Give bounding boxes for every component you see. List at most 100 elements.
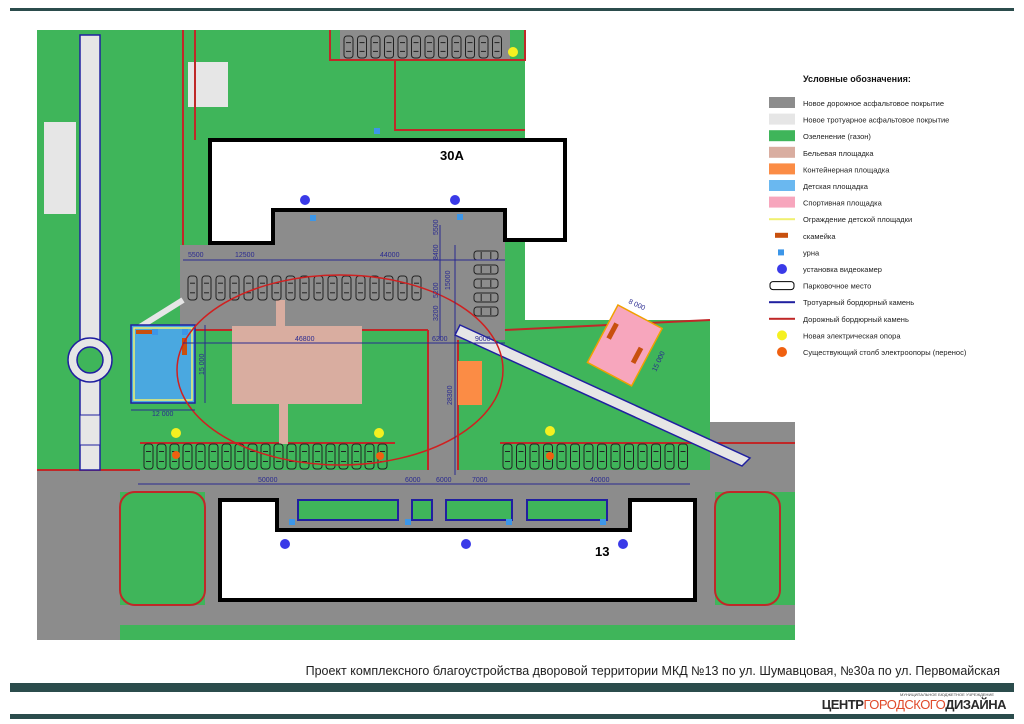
legend-swatch	[778, 249, 784, 256]
parking-spot	[529, 443, 540, 470]
container-area	[458, 361, 482, 405]
linen-area	[232, 300, 362, 444]
parking-spot	[285, 275, 296, 301]
legend-label: Парковочное место	[803, 282, 871, 291]
legend-item: Спортивная площадка	[769, 196, 883, 208]
urn-icon	[506, 519, 512, 525]
pole-icon	[545, 426, 555, 436]
dim-6200: 6200	[432, 336, 448, 343]
dim-40000: 40000	[590, 477, 610, 484]
parking-spot	[424, 35, 435, 59]
logo-subtitle: МУНИЦИПАЛЬНОЕ БЮДЖЕТНОЕ УЧРЕЖДЕНИЕ	[900, 692, 994, 697]
parking-spot	[299, 275, 310, 301]
crosswalk	[79, 414, 101, 446]
legend-swatch	[769, 163, 795, 175]
legend-swatch	[769, 281, 795, 291]
building-30a-label: 30А	[440, 148, 464, 163]
sidewalk-area	[44, 122, 76, 214]
legend-item: Парковочное место	[769, 281, 871, 291]
dim-5500-vertical: 5500	[433, 219, 440, 235]
parking-spot	[556, 443, 567, 470]
urn-icon	[310, 215, 316, 221]
legend-item: Озеленение (газон)	[769, 130, 871, 142]
urn-icon	[457, 214, 463, 220]
bench	[136, 330, 152, 334]
legend-title: Условные обозначения:	[803, 74, 911, 84]
dim-3200: 3200	[433, 305, 440, 321]
legend-swatch	[769, 97, 795, 108]
dim-8400: 8400	[433, 244, 440, 260]
legend-swatch	[769, 317, 795, 320]
parking-spot	[610, 443, 621, 470]
parking-spot	[384, 35, 394, 59]
parking-spot	[215, 275, 226, 301]
legend-item: Дорожный бордюрный камень	[769, 315, 909, 324]
camera-icon	[450, 195, 460, 205]
camera-icon	[300, 195, 310, 205]
legend-label: Дорожный бордюрный камень	[803, 315, 909, 324]
highlight-ellipse	[176, 274, 504, 466]
playground	[130, 324, 196, 404]
legend-swatch	[769, 113, 795, 125]
parking-spot	[438, 35, 448, 59]
urn-icon	[182, 329, 188, 335]
legend-label: Новая электрическая опора	[803, 331, 901, 340]
legend-item: Бельевая площадка	[769, 146, 874, 158]
dim-playground-width: 12 000	[152, 411, 174, 418]
bench	[182, 338, 187, 355]
building-30a	[208, 138, 567, 245]
cameras	[280, 195, 628, 549]
logo: ЦЕНТРГОРОДСКОГОДИЗАЙНА	[822, 697, 1007, 712]
parking-spot	[465, 35, 475, 59]
dim-playground-height: 15 000	[199, 353, 206, 375]
parking-spot	[473, 306, 499, 317]
legend-swatch	[769, 180, 795, 191]
dim-50000: 50000	[258, 477, 278, 484]
legend-label: Бельевая площадка	[803, 149, 874, 158]
camera-icon	[280, 539, 290, 549]
parking-spot	[651, 443, 661, 470]
parking-spot	[570, 443, 580, 470]
legend-item: урна	[778, 248, 820, 257]
parking-spot	[397, 35, 408, 59]
legend-label: Тротуарный бордюрный камень	[803, 298, 914, 307]
dim-sports-width: 8 000	[627, 298, 646, 312]
parking-spot	[182, 443, 193, 470]
legend-swatch	[769, 301, 795, 304]
pole-icon	[508, 47, 518, 57]
parking-spot	[143, 443, 154, 470]
legend-swatch	[775, 232, 788, 238]
legend-label: Детская площадка	[803, 182, 869, 191]
footer-bar	[10, 683, 1014, 692]
logo-part2: ГОРОДСКОГО	[863, 697, 946, 712]
legend-label: Спортивная площадка	[803, 199, 883, 208]
parking-spot	[664, 443, 675, 470]
legend-swatch	[769, 218, 795, 221]
legend-label: установка видеокамер	[803, 265, 882, 274]
parking-spot	[187, 275, 198, 301]
parking-spot	[451, 35, 462, 59]
legend-item: установка видеокамер	[777, 264, 882, 274]
urn-icon	[289, 519, 295, 525]
bench	[630, 346, 644, 365]
parking-spot	[411, 35, 421, 59]
road-curve	[37, 480, 100, 640]
sports-ground	[586, 303, 664, 387]
parking-spot	[338, 443, 349, 470]
parking-spot	[369, 275, 380, 301]
legend-item: скамейка	[775, 232, 836, 241]
legend-swatch	[777, 347, 787, 357]
camera-icon	[461, 539, 471, 549]
new-poles	[171, 47, 555, 438]
parking-spot	[583, 443, 594, 470]
dimension-lines	[131, 225, 690, 485]
parking-spot	[502, 443, 513, 470]
legend-label: Новое дорожное асфальтовое покрытие	[803, 99, 944, 108]
project-title: Проект комплексного благоустройства двор…	[305, 664, 1000, 678]
parking-spot	[383, 275, 394, 301]
legend-label: урна	[803, 248, 820, 257]
dim-6000a: 6000	[405, 477, 421, 484]
urn-icon	[152, 329, 158, 335]
parking-spot	[341, 275, 352, 301]
